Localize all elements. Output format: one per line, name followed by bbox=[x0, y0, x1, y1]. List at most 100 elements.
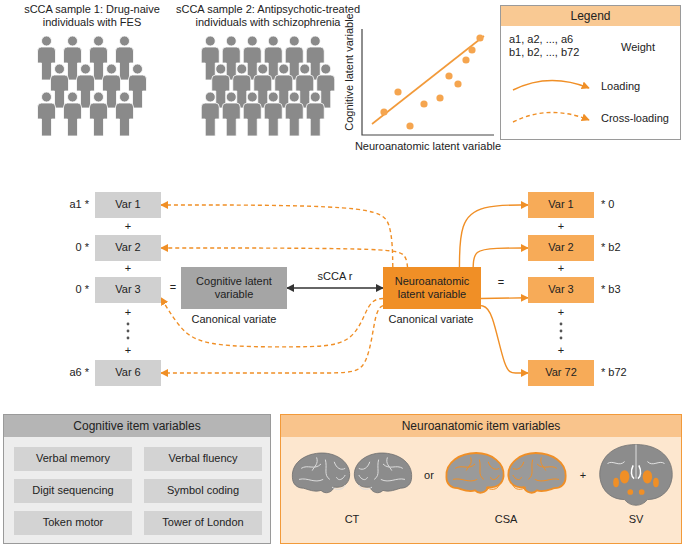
subcortical-structure bbox=[620, 470, 630, 483]
weight-sample: a1, a2, ..., a6 b1, b2, ..., b72 bbox=[509, 33, 585, 59]
plus-sign: + bbox=[557, 262, 565, 275]
plus-sign: + bbox=[557, 220, 565, 233]
node-text: Cognitive latent variable bbox=[181, 275, 287, 301]
person-icon bbox=[201, 92, 219, 136]
node-text: Var 2 bbox=[115, 241, 140, 254]
item-panel: Neuroanatomic item variablesCTorCSA+SV bbox=[280, 414, 682, 544]
cognitive-variable-box: Var 2 bbox=[95, 235, 161, 261]
cognitive-variable-box: Var 6 bbox=[95, 360, 161, 386]
legend-text: Loading bbox=[601, 80, 640, 93]
conjunction: or bbox=[424, 469, 434, 482]
person-icon bbox=[38, 92, 56, 136]
edge-label: sCCA r bbox=[317, 270, 354, 283]
legend-box: LegendWeightLoadingCross-loadinga1, a2, … bbox=[500, 5, 681, 140]
measure-label: SV bbox=[629, 513, 644, 526]
lateral-brain bbox=[354, 453, 411, 493]
person-icon bbox=[116, 36, 134, 80]
variate-caption: Canonical variate bbox=[388, 313, 475, 326]
legend-text: Weight bbox=[621, 41, 655, 54]
person-icon bbox=[296, 64, 314, 108]
loading-arrow bbox=[481, 306, 528, 373]
neuroanatomic-variable-box: Var 2 bbox=[528, 235, 594, 261]
node-text: Tower of London bbox=[162, 516, 243, 529]
item-box: Token motor bbox=[14, 511, 132, 535]
loading-arrow bbox=[473, 248, 528, 267]
person-icon bbox=[201, 36, 219, 80]
legend-sample bbox=[513, 112, 589, 122]
lateral-brain bbox=[446, 453, 503, 493]
person-icon bbox=[285, 36, 303, 80]
person-icon bbox=[90, 36, 108, 80]
item-box: Verbal fluency bbox=[144, 447, 262, 471]
neuroanatomic-variable-box: Var 1 bbox=[528, 192, 594, 218]
node-text: Var 1 bbox=[115, 198, 140, 211]
cross-loading-arrow bbox=[161, 306, 383, 373]
variate-caption: Canonical variate bbox=[191, 313, 278, 326]
person-icon bbox=[243, 36, 261, 80]
weight-term: 0 * bbox=[75, 241, 90, 254]
person-icon bbox=[222, 92, 240, 136]
node-text: Digit sequencing bbox=[32, 484, 113, 497]
measure-label: CT bbox=[345, 513, 360, 526]
plus-sign: + bbox=[557, 306, 565, 319]
node-text: Var 3 bbox=[115, 283, 140, 296]
weight-term: 0 * bbox=[75, 283, 90, 296]
plus-sign: + bbox=[124, 262, 132, 275]
neuroanatomic-variable-box: Var 72 bbox=[528, 360, 594, 386]
item-box: Verbal memory bbox=[14, 447, 132, 471]
weight-term: * b72 bbox=[600, 366, 628, 379]
measure-label: CSA bbox=[495, 513, 518, 526]
cross-loading-arrow bbox=[161, 205, 393, 267]
person-icon bbox=[38, 36, 56, 80]
node-text: Cognitive item variables bbox=[4, 415, 270, 437]
node-text: Symbol coding bbox=[167, 484, 239, 497]
person-icon bbox=[306, 36, 324, 80]
cognitive-variable-box: Var 1 bbox=[95, 192, 161, 218]
cognitive-variable-box: Var 3 bbox=[95, 277, 161, 303]
person-icon bbox=[306, 92, 324, 136]
subcortical-structure bbox=[613, 478, 619, 488]
person-icon bbox=[129, 64, 147, 108]
node-text: Neuroanatomic latent variable bbox=[383, 275, 481, 301]
item-box: Digit sequencing bbox=[14, 479, 132, 503]
node-text: Var 72 bbox=[545, 366, 577, 379]
node-text: Var 1 bbox=[548, 198, 573, 211]
person-icon bbox=[317, 64, 335, 108]
subcortical-structure bbox=[627, 489, 633, 495]
regression-line bbox=[372, 36, 484, 124]
loading-arrow bbox=[459, 205, 528, 267]
subcortical-structure bbox=[653, 478, 659, 488]
node-text: Legend bbox=[501, 6, 680, 26]
legend-sample bbox=[513, 80, 589, 90]
person-icon bbox=[233, 64, 251, 108]
person-icon bbox=[212, 64, 230, 108]
weight-term: * 0 bbox=[600, 198, 615, 211]
latent-variable-box: Cognitive latent variable bbox=[181, 267, 287, 309]
neuroanatomic-variable-box: Var 3 bbox=[528, 277, 594, 303]
node-text: Var 3 bbox=[548, 283, 573, 296]
correlation-arrow bbox=[287, 287, 383, 288]
person-icon bbox=[243, 92, 261, 136]
weight-term: * b3 bbox=[600, 283, 622, 296]
weight-term: a1 * bbox=[68, 198, 90, 211]
people-icons bbox=[38, 36, 335, 136]
plus-sign: + bbox=[124, 220, 132, 233]
axis-label: Neuroanatomic latent variable bbox=[354, 140, 502, 153]
plot-axes bbox=[362, 8, 494, 135]
item-panel: Cognitive item variablesVerbal memory Ver… bbox=[3, 414, 271, 544]
person-icon bbox=[77, 64, 95, 108]
person-icon bbox=[254, 64, 272, 108]
plus-sign: + bbox=[124, 306, 132, 319]
equals-sign: = bbox=[169, 281, 177, 294]
weight-term: * b2 bbox=[600, 241, 622, 254]
loading-arrow bbox=[481, 297, 528, 299]
subcortical-structure bbox=[639, 489, 645, 495]
equals-sign: = bbox=[497, 276, 505, 289]
cross-loading-arrow bbox=[161, 248, 408, 267]
plus-sign: + bbox=[124, 344, 132, 357]
person-icon bbox=[264, 92, 282, 136]
person-icon bbox=[64, 92, 82, 136]
node-text: Verbal memory bbox=[36, 452, 110, 465]
scatter-points bbox=[380, 34, 483, 129]
person-icon bbox=[285, 92, 303, 136]
